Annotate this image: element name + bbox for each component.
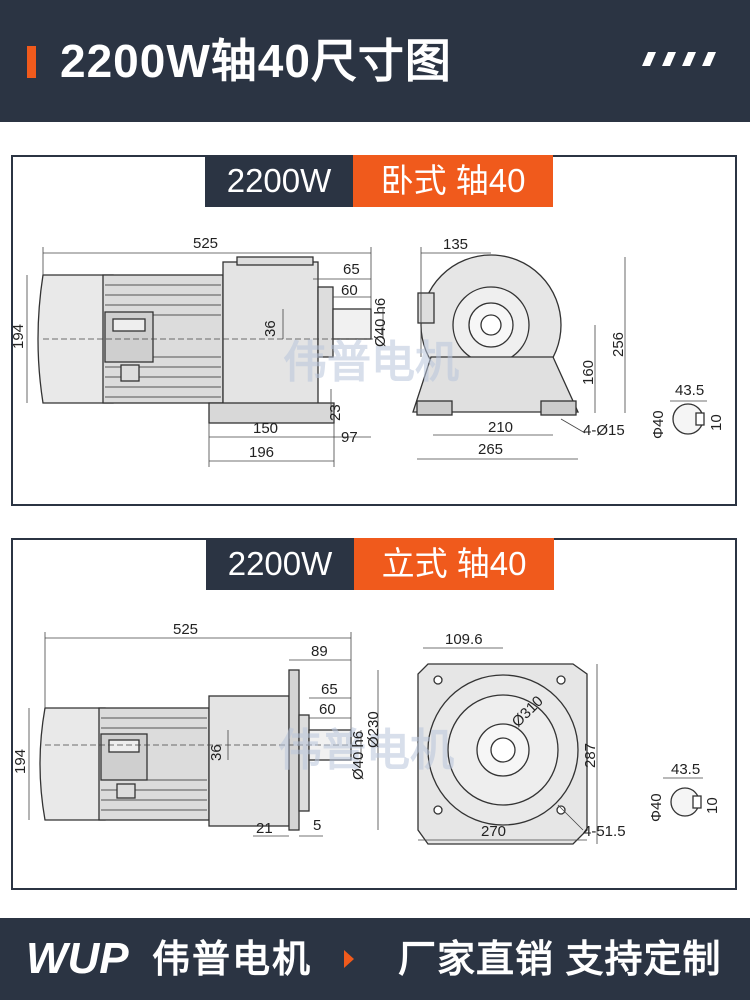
dimension-label: 4-51.5: [583, 823, 626, 840]
dimension-label: 21: [256, 820, 273, 837]
output-shaft: [332, 308, 372, 340]
arrow-right-icon: [344, 950, 354, 968]
dimension-label: 60: [341, 282, 358, 299]
footer-bar: WUP 伟普电机 厂家直销 支持定制: [0, 918, 750, 1000]
dimension-label: 287: [582, 743, 599, 768]
dimension-label: 109.6: [445, 631, 483, 648]
dimension-label: 256: [610, 332, 627, 357]
side-view-foot: [412, 356, 580, 413]
dimension-label: 270: [481, 823, 506, 840]
horizontal-type-label: 卧式 轴40: [353, 155, 553, 207]
dimension-label: Φ40: [648, 793, 665, 822]
horizontal-drawing: 伟普电机 525 194 65 60 36 Ø40 h6 23 150 97 1…: [13, 235, 725, 467]
horizontal-title-tag: 2200W 卧式 轴40: [205, 155, 553, 207]
gearbox-body: [208, 695, 290, 827]
dimension-label: 210: [488, 419, 513, 436]
watermark-text: 伟普电机: [283, 337, 459, 388]
dimension-label: 265: [478, 441, 503, 458]
watermark-text: 伟普电机: [278, 725, 454, 776]
header-accent-bar: [27, 46, 36, 78]
footer-slogan: 厂家直销 支持定制: [398, 939, 722, 981]
decorative-dashes-icon: [642, 52, 716, 66]
dimension-label: 43.5: [675, 382, 704, 399]
dimension-label: 135: [443, 236, 468, 253]
dimension-label: 60: [319, 701, 336, 718]
motor-end-cap: [39, 707, 106, 821]
dimension-label: 160: [580, 360, 597, 385]
dimension-label: 43.5: [671, 761, 700, 778]
dimension-label: 5: [313, 817, 321, 834]
dimension-label: 65: [321, 681, 338, 698]
dimension-label: 525: [193, 235, 218, 252]
dimension-label: 23: [327, 404, 344, 421]
dimension-label: Ø40 h6: [372, 298, 389, 347]
dimension-label: 36: [208, 744, 225, 761]
dimension-label: 89: [311, 643, 328, 660]
dimension-label: 10: [708, 414, 725, 431]
page-title: 2200W轴40尺寸图: [60, 35, 452, 87]
dimension-label: 97: [341, 429, 358, 446]
vertical-title-tag: 2200W 立式 轴40: [206, 538, 554, 590]
dimension-label: Ø230: [365, 711, 382, 748]
dimension-label: 196: [249, 444, 274, 461]
dimension-label: 525: [173, 621, 198, 638]
dimension-label: 65: [343, 261, 360, 278]
horizontal-power-label: 2200W: [205, 155, 353, 207]
company-name: 伟普电机: [152, 939, 313, 981]
dimension-label: Φ40: [650, 410, 667, 439]
dimension-label: 4-Ø15: [583, 422, 625, 439]
header-bar: 2200W轴40尺寸图: [0, 0, 750, 122]
dimension-label: 36: [262, 320, 279, 337]
dimension-label: Ø40 h6: [350, 731, 367, 780]
dimension-label: 10: [704, 797, 721, 814]
vertical-power-label: 2200W: [206, 538, 354, 590]
dimension-label: 194: [13, 324, 27, 349]
vertical-drawing: 伟普电机 525 194 89 65 60 36 Ø40 h6 Ø230 21 …: [13, 621, 721, 845]
horizontal-drawing-panel: 伟普电机 525 194 65 60 36 Ø40 h6 23 150 97 1…: [11, 155, 737, 506]
vertical-drawing-panel: 伟普电机 525 194 89 65 60 36 Ø40 h6 Ø230 21 …: [11, 538, 737, 890]
gearbox-base: [208, 402, 335, 424]
vertical-type-label: 立式 轴40: [354, 538, 554, 590]
dimension-label: 194: [13, 749, 29, 774]
dimension-label: 150: [253, 420, 278, 437]
brand-logo-text: WUP: [26, 934, 129, 983]
